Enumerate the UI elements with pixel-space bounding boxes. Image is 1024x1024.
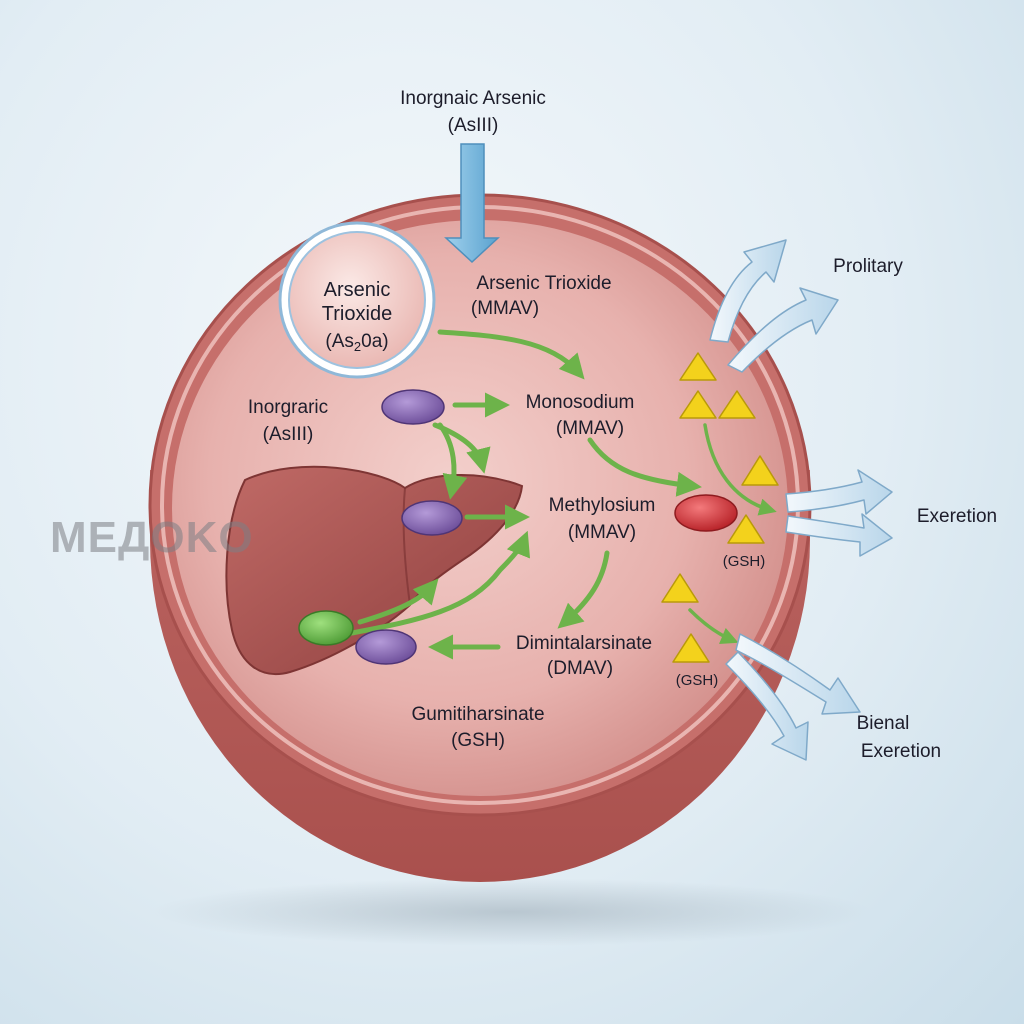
- methylosium-label-line1: Methylosium: [549, 495, 656, 516]
- pathway-arrow-green-loop-a: [357, 578, 439, 625]
- bubble-line2: Trioxide: [322, 303, 392, 325]
- gsh-triangle-icon: [741, 455, 779, 486]
- output-arrows: [709, 239, 893, 761]
- compound-bubble: Arsenic Trioxide (As20a): [278, 221, 436, 379]
- bubble-formula: (As20a): [325, 331, 388, 354]
- dimintal-label-line1: Dimintalarsinate: [516, 633, 652, 654]
- gsh-upper-label: (GSH): [723, 553, 766, 570]
- output-arrow-icon: [725, 651, 809, 761]
- red-molecule-icon: [674, 494, 738, 532]
- gsh-triangle-icon: [679, 352, 717, 381]
- pathway-arrow-green-loop-b: [349, 530, 531, 636]
- bienal-label-line1: Bienal: [857, 713, 910, 734]
- inorganic-left-label-line2: (AsIII): [263, 424, 314, 445]
- arsenic-trioxide-label-line1: Arsenic Trioxide: [476, 273, 611, 294]
- excretion-label: Exeretion: [917, 506, 997, 527]
- purple-molecule-icon: [381, 389, 445, 425]
- output-arrow-icon: [727, 287, 839, 373]
- gumitih-label-line1: Gumitiharsinate: [411, 704, 544, 725]
- labels: Inorgnaic Arsenic (AsIII) Arsenic Trioxi…: [248, 88, 997, 762]
- input-label-line2: (AsIII): [448, 115, 499, 136]
- inorganic-left-label-line1: Inorgraric: [248, 397, 328, 418]
- input-arrow-icon: [444, 143, 500, 264]
- prolitary-label: Prolitary: [833, 256, 903, 277]
- gsh-lower-label: (GSH): [676, 672, 719, 689]
- pathway-arrow-monosodium-to-red: [587, 437, 702, 497]
- methylosium-label-line2: (MMAV): [568, 522, 636, 543]
- input-label-line1: Inorgnaic Arsenic: [400, 88, 546, 109]
- bubble-line1: Arsenic: [324, 279, 391, 301]
- pathway-arrow-gsh-lower: [688, 608, 739, 645]
- molecules: [298, 389, 738, 665]
- pathway-arrow-gsh-to-excretion: [703, 423, 777, 516]
- gsh-triangle-icon: [718, 390, 756, 419]
- pathway-arrows: [349, 329, 777, 660]
- green-molecule-icon: [298, 610, 354, 646]
- monosodium-label-line2: (MMAV): [556, 418, 624, 439]
- gsh-triangle-icon: [679, 390, 717, 419]
- gsh-triangle-icon: [661, 573, 699, 603]
- arsenic-trioxide-label-line2: (MMAV): [471, 298, 539, 319]
- floor-shadow: [152, 878, 872, 946]
- bienal-label-line2: Exeretion: [861, 741, 941, 762]
- gsh-triangles: [661, 352, 779, 663]
- gsh-triangle-icon: [727, 514, 765, 544]
- purple-molecule-icon: [355, 629, 417, 665]
- gumitih-label-line2: (GSH): [451, 730, 505, 751]
- output-arrow-icon: [735, 633, 861, 715]
- dimintal-label-line2: (DMAV): [547, 658, 613, 679]
- pathway-arrow-purple-down-b: [437, 422, 468, 500]
- pathway-arrow-trioxide-to-monosodium: [437, 329, 585, 380]
- gsh-triangle-icon: [672, 633, 710, 663]
- output-arrow-icon: [785, 513, 893, 557]
- output-arrow-icon: [709, 239, 787, 343]
- purple-molecule-icon: [401, 500, 463, 536]
- pathway-arrow-methylosium-down: [557, 550, 610, 629]
- output-arrow-icon: [785, 469, 893, 515]
- watermark: MEДOKO: [50, 513, 254, 562]
- monosodium-label-line1: Monosodium: [526, 392, 635, 413]
